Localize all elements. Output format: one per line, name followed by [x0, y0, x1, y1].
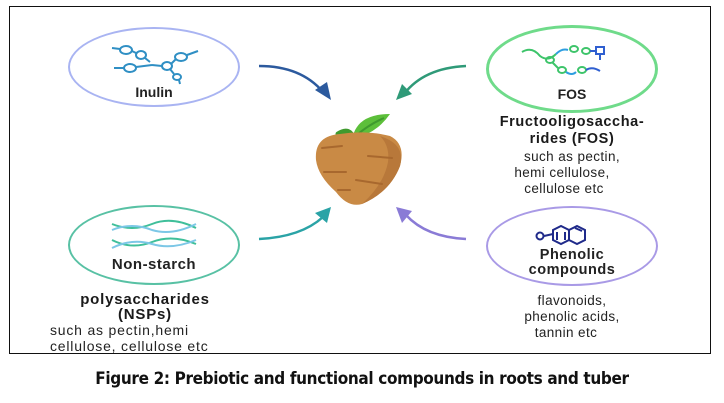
phenolic-label-line-1: Phenolic: [539, 247, 605, 263]
fos-detail-line-1: such as pectin,: [523, 149, 621, 164]
fos-subtitle-line-1: Fructooligosaccha-: [499, 114, 645, 130]
nsp-strands-icon: [111, 219, 197, 249]
phenolic-detail-line-1: flavonoids,: [537, 293, 607, 308]
fos-detail-line-3: cellulose etc: [524, 181, 604, 196]
nsp-detail-line-2: cellulose, cellulose etc: [50, 338, 209, 354]
phenolic-detail-line-2: phenolic acids,: [524, 309, 620, 324]
inulin-molecule-icon: [111, 45, 199, 85]
tuber-icon: [315, 114, 402, 205]
arrow-inulin-to-tuber: [258, 64, 331, 100]
arrow-phenolic-to-tuber: [396, 207, 467, 241]
nsp-label: Non-starch: [111, 256, 197, 273]
figure-caption: Figure 2: Prebiotic and functional compo…: [95, 369, 629, 389]
arrow-nsp-to-tuber: [258, 207, 331, 241]
fos-label: FOS: [557, 86, 587, 102]
arrow-fos-to-tuber: [396, 64, 467, 100]
nsp-detail-line-1: such as pectin,hemi: [50, 322, 189, 338]
nsp-subtitle-line-1: polysaccharides: [80, 291, 210, 308]
fos-subtitle-line-2: rides (FOS): [529, 131, 615, 147]
nsp-subtitle-line-2: (NSPs): [118, 306, 172, 323]
phenolic-label-line-2: compounds: [528, 262, 616, 278]
inulin-circle: [68, 27, 240, 107]
phenolic-circle: [486, 206, 658, 286]
fos-chain-icon: [521, 45, 605, 75]
fos-detail-line-2: hemi cellulose,: [514, 165, 610, 180]
fos-circle: [486, 25, 658, 113]
inulin-label: Inulin: [135, 84, 173, 100]
phenolic-ring-icon: [535, 224, 586, 246]
phenolic-detail-line-3: tannin etc: [534, 325, 598, 340]
